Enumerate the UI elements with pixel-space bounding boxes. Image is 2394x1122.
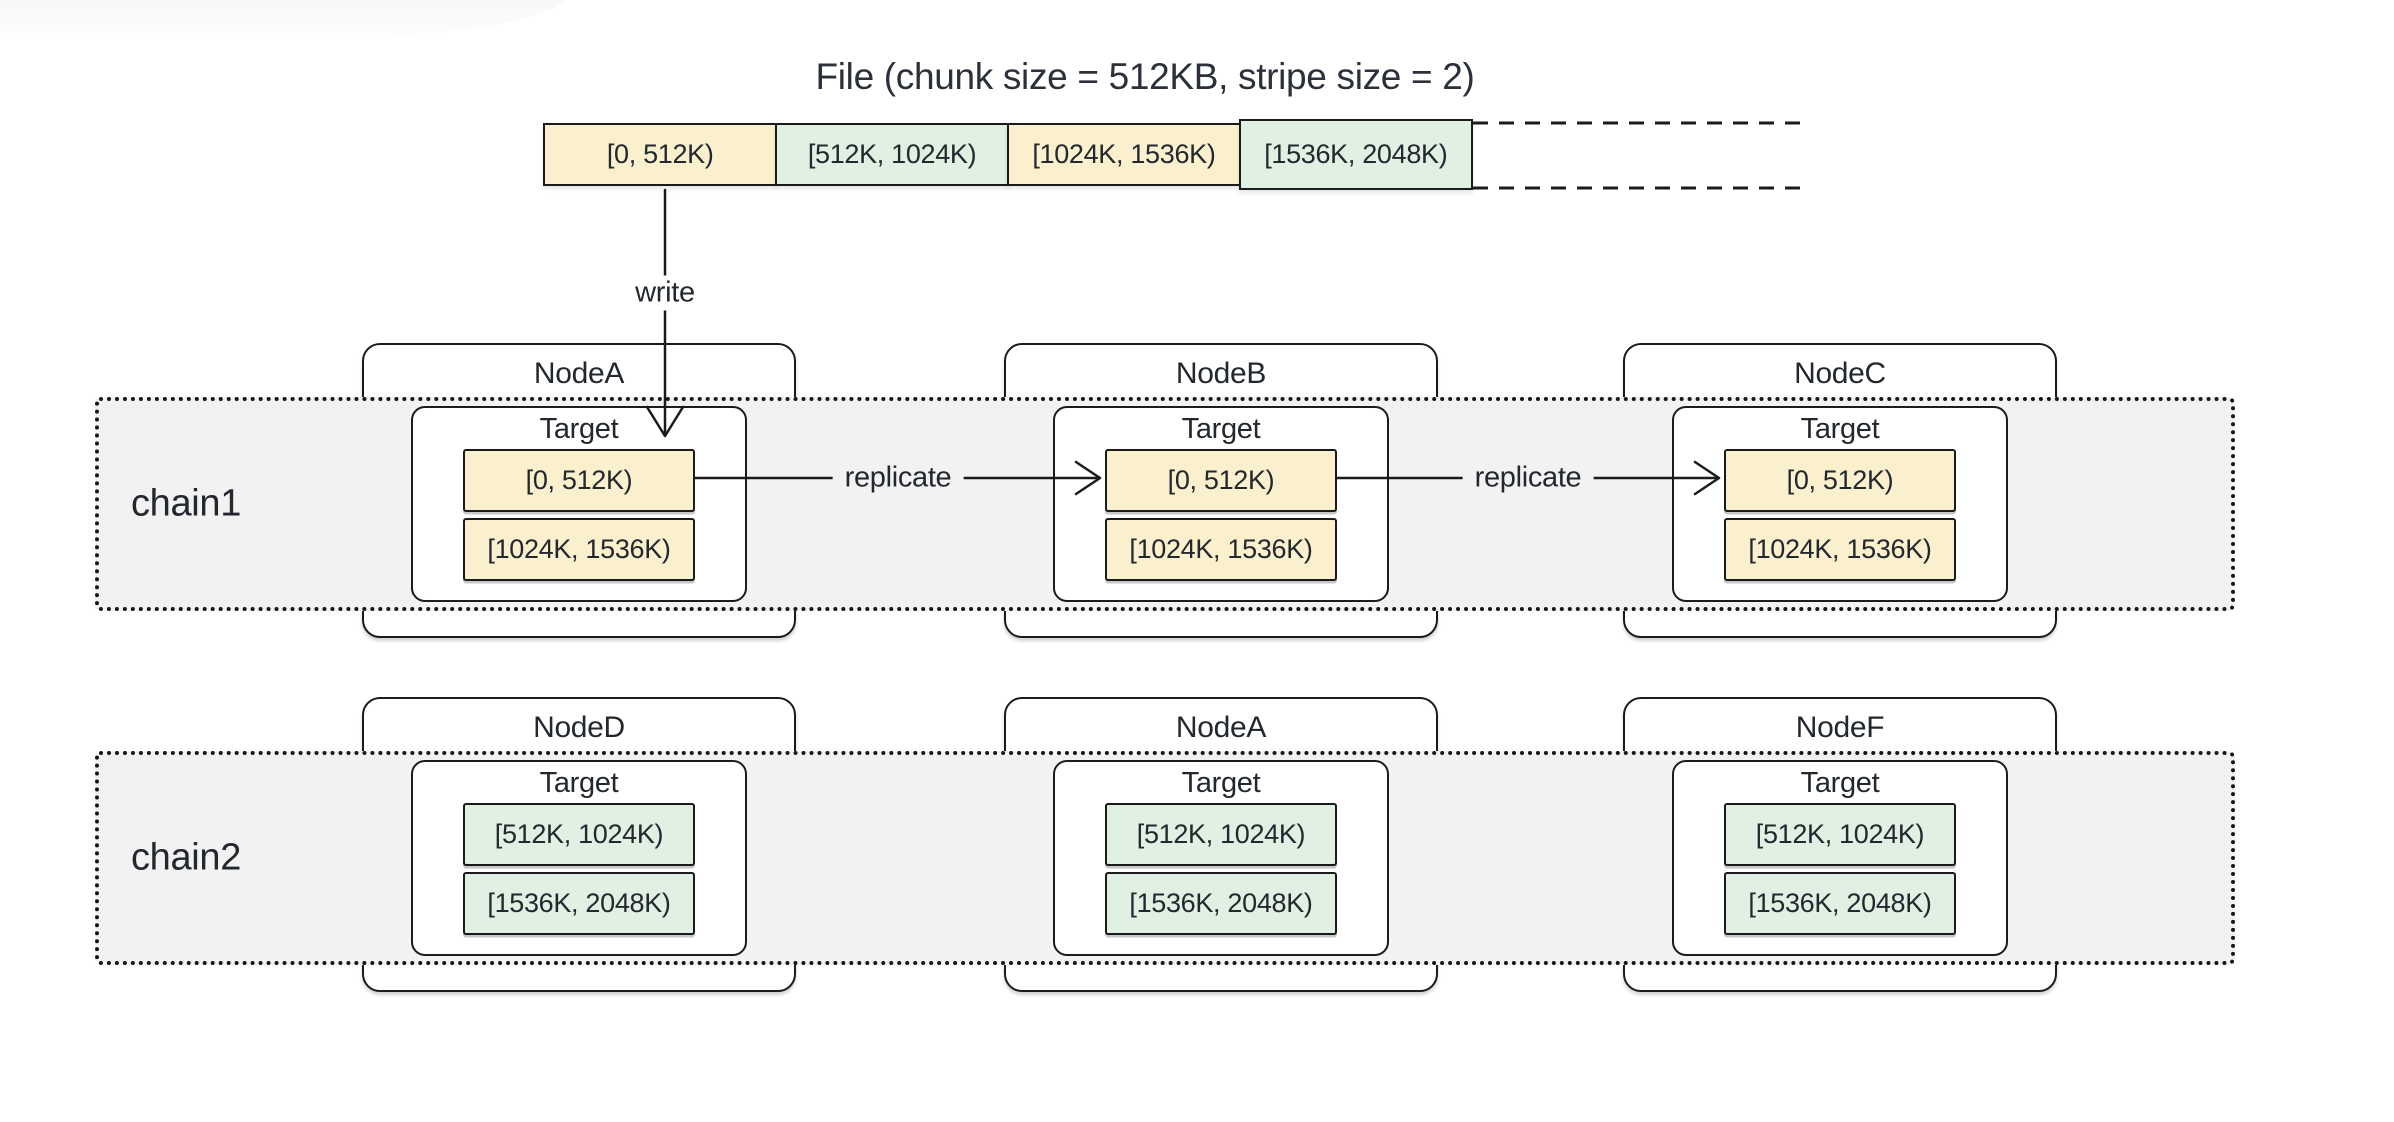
- stored-chunk: [512K, 1024K): [1105, 803, 1337, 866]
- target-label: Target: [1800, 413, 1880, 445]
- stored-chunk: [0, 512K): [1105, 449, 1337, 512]
- storage-target: Target [0, 512K) [1024K, 1536K): [1053, 406, 1389, 602]
- stored-chunk: [0, 512K): [463, 449, 695, 512]
- page-corner-decoration: [0, 0, 570, 40]
- node-name: NodeF: [1795, 711, 1885, 744]
- storage-target: Target [512K, 1024K) [1536K, 2048K): [1672, 760, 2008, 956]
- storage-target: Target [512K, 1024K) [1536K, 2048K): [411, 760, 747, 956]
- file-chunk: [1024K, 1536K): [1006, 123, 1242, 186]
- stored-chunk: [1536K, 2048K): [1724, 872, 1956, 935]
- stored-chunk: [1024K, 1536K): [463, 518, 695, 581]
- node-name: NodeA: [533, 357, 625, 390]
- node-name: NodeD: [533, 711, 625, 744]
- node-name: NodeC: [1794, 357, 1886, 390]
- diagram-title: File (chunk size = 512KB, stripe size = …: [815, 56, 1475, 97]
- storage-target: Target [0, 512K) [1024K, 1536K): [1672, 406, 2008, 602]
- stored-chunk: [512K, 1024K): [1724, 803, 1956, 866]
- node-name: NodeA: [1175, 711, 1267, 744]
- stored-chunk: [1536K, 2048K): [463, 872, 695, 935]
- stored-chunk: [1536K, 2048K): [1105, 872, 1337, 935]
- file-chunk: [0, 512K): [543, 123, 778, 186]
- target-label: Target: [539, 413, 619, 445]
- node-name: NodeB: [1175, 357, 1267, 390]
- storage-target: Target [0, 512K) [1024K, 1536K): [411, 406, 747, 602]
- stored-chunk: [1024K, 1536K): [1105, 518, 1337, 581]
- chain-name: chain1: [131, 482, 242, 525]
- chain-name: chain2: [131, 836, 242, 879]
- stored-chunk: [512K, 1024K): [463, 803, 695, 866]
- target-label: Target: [539, 767, 619, 799]
- file-chunk: [1536K, 2048K): [1238, 119, 1473, 190]
- replicate-label: replicate: [832, 460, 964, 496]
- target-label: Target: [1181, 767, 1261, 799]
- write-label: write: [623, 275, 707, 311]
- target-label: Target: [1800, 767, 1880, 799]
- storage-target: Target [512K, 1024K) [1536K, 2048K): [1053, 760, 1389, 956]
- file-chunk-bar: [0, 512K) [512K, 1024K) [1024K, 1536K) […: [543, 119, 1473, 190]
- target-label: Target: [1181, 413, 1261, 445]
- replicate-label: replicate: [1462, 460, 1594, 496]
- stored-chunk: [1024K, 1536K): [1724, 518, 1956, 581]
- stored-chunk: [0, 512K): [1724, 449, 1956, 512]
- file-chunk: [512K, 1024K): [774, 123, 1010, 186]
